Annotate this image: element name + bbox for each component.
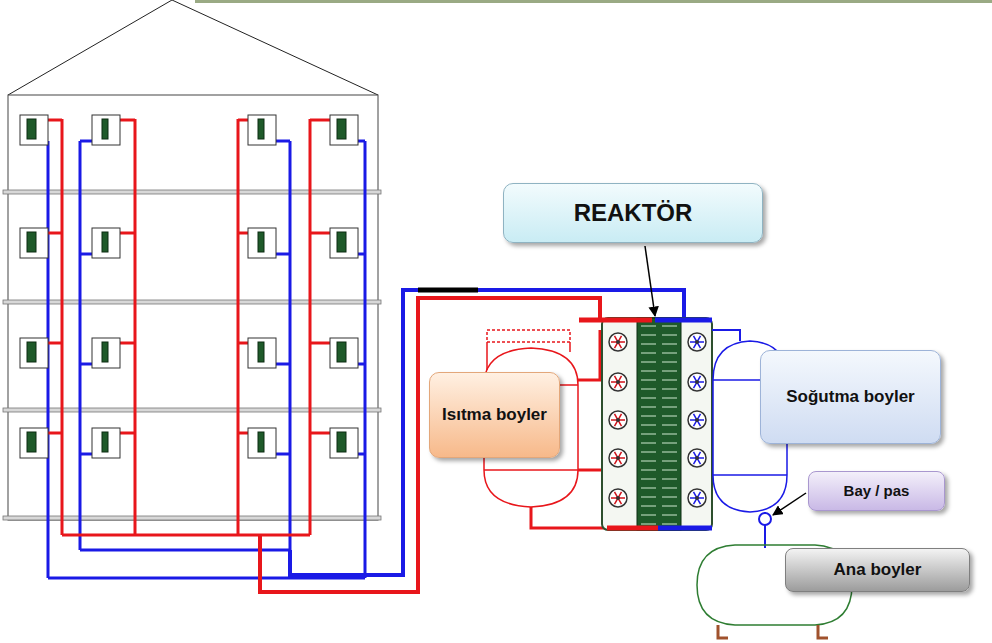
frame-line — [195, 0, 992, 3]
box-label: Bay / pas — [844, 481, 910, 501]
building — [3, 0, 381, 578]
leader-arrow — [645, 246, 655, 316]
label-box: Ana boyler — [785, 548, 970, 592]
bypass-valve — [759, 513, 771, 525]
box-label: REAKTÖR — [574, 197, 693, 228]
label-box: Soğutma boyler — [760, 350, 941, 444]
leader-arrow — [773, 493, 806, 515]
box-label: Isıtma boyler — [442, 404, 547, 426]
label-box: Isıtma boyler — [429, 372, 560, 458]
box-label: Soğutma boyler — [786, 386, 914, 408]
box-label: Ana boyler — [834, 559, 922, 581]
reactor — [579, 318, 712, 530]
label-box: REAKTÖR — [503, 183, 763, 243]
label-box: Bay / pas — [808, 471, 945, 511]
